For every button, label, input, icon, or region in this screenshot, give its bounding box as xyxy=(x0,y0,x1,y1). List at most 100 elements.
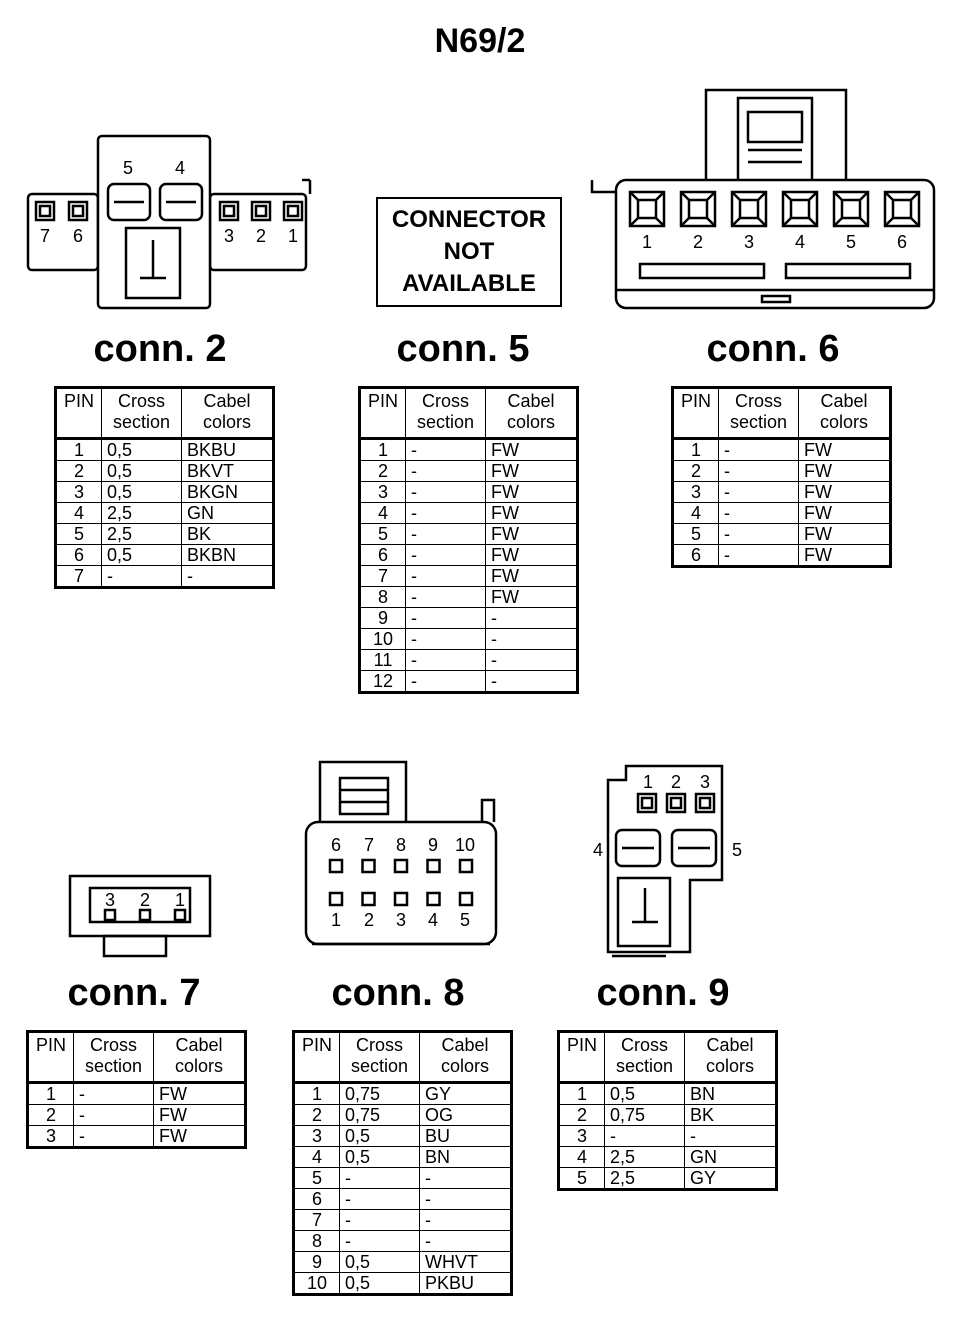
cross-section-cell: - xyxy=(405,628,486,650)
pin-number-cell: 4 xyxy=(558,1146,605,1168)
table-row: 6-- xyxy=(293,1188,512,1210)
cable-color-cell: FW xyxy=(153,1125,246,1148)
pin-number-cell: 5 xyxy=(558,1167,605,1190)
cable-color-cell: BKBU xyxy=(181,438,274,461)
cable-color-cell: FW xyxy=(798,502,891,524)
pin-number-cell: 2 xyxy=(558,1104,605,1126)
cross-section-cell: 2,5 xyxy=(101,502,182,524)
column-header-cross-section-line: section xyxy=(615,1056,674,1076)
cross-section-cell: - xyxy=(604,1125,685,1147)
column-header-cable-colors-line: Cabel xyxy=(820,391,868,411)
pin-number-cell: 5 xyxy=(55,523,102,545)
cable-color-cell: FW xyxy=(485,523,578,545)
pin-cavity xyxy=(393,891,409,907)
cable-color-cell: - xyxy=(485,607,578,629)
cross-section-cell: - xyxy=(405,565,486,587)
cable-color-cell: - xyxy=(485,649,578,671)
connector-8-pin-label: 4 xyxy=(428,910,438,930)
column-header-cable-colors-line: colors xyxy=(174,1056,223,1076)
cable-color-cell: BKGN xyxy=(181,481,274,503)
connector-6-pin-label: 3 xyxy=(744,232,754,252)
page-title: N69/2 xyxy=(434,22,526,60)
pin-number-cell: 5 xyxy=(293,1167,340,1189)
column-header-cross-section-line: Cross xyxy=(117,391,165,411)
connector-8-label: conn. 8 xyxy=(331,972,465,1014)
column-header-pin: PIN xyxy=(55,387,102,439)
column-header-pin: PIN xyxy=(672,387,719,439)
connector-2-pin-label: 1 xyxy=(288,226,298,246)
cross-section-cell: - xyxy=(405,544,486,566)
column-header-cable-colors-line: colors xyxy=(202,412,251,432)
table-row: 2-FW xyxy=(27,1104,246,1126)
table-row: 5-FW xyxy=(359,523,578,545)
connector-6-pin-label: 4 xyxy=(795,232,805,252)
connector-8-pin-label: 10 xyxy=(455,835,475,855)
cross-section-cell: - xyxy=(339,1209,420,1231)
pin-number-cell: 3 xyxy=(359,481,406,503)
cable-color-cell: - xyxy=(181,565,274,588)
connector-2-pin-label: 6 xyxy=(73,226,83,246)
table-row: 5-FW xyxy=(672,523,891,545)
cross-section-cell: - xyxy=(405,649,486,671)
connector-7-drawing xyxy=(68,874,212,958)
column-header-cable-colors-line: colors xyxy=(705,1056,754,1076)
cross-section-cell: - xyxy=(405,586,486,608)
cable-color-cell: GY xyxy=(419,1082,512,1105)
pin-number-cell: 2 xyxy=(55,460,102,482)
column-header-cable-colors-line: Cabel xyxy=(507,391,555,411)
cross-section-cell: - xyxy=(101,565,182,588)
cable-color-cell: FW xyxy=(485,586,578,608)
cross-section-cell: - xyxy=(73,1082,154,1105)
cross-section-cell: - xyxy=(718,544,799,567)
column-header-cross-section-line: section xyxy=(350,1056,409,1076)
pin-number-cell: 3 xyxy=(558,1125,605,1147)
table-row: 3-- xyxy=(558,1125,777,1147)
pin-number-cell: 6 xyxy=(672,544,719,567)
cable-color-cell: BK xyxy=(684,1104,777,1126)
table-row: 7-- xyxy=(55,565,274,588)
column-header-pin: PIN xyxy=(359,387,406,439)
connector-9-pin-label: 3 xyxy=(700,772,710,792)
pin-cavity xyxy=(426,858,441,874)
cross-section-cell: - xyxy=(718,460,799,482)
cross-section-cell: 2,5 xyxy=(604,1146,685,1168)
column-header-cable-colors-line: colors xyxy=(440,1056,489,1076)
cross-section-cell: 0,75 xyxy=(604,1104,685,1126)
pin-cavity-inner xyxy=(840,198,862,220)
pin-number-cell: 3 xyxy=(293,1125,340,1147)
pin-number-cell: 7 xyxy=(293,1209,340,1231)
pin-number-cell: 10 xyxy=(293,1272,340,1295)
cross-section-cell: - xyxy=(405,607,486,629)
cable-color-cell: OG xyxy=(419,1104,512,1126)
table-row: 3-FW xyxy=(672,481,891,503)
column-header-cross-section-line: section xyxy=(84,1056,143,1076)
pin-number-cell: 10 xyxy=(359,628,406,650)
cross-section-cell: - xyxy=(405,438,486,461)
connector-9-pin-label: 5 xyxy=(732,840,742,860)
pin-cavity xyxy=(393,858,409,874)
cross-section-cell: 0,75 xyxy=(339,1104,420,1126)
connector-2-pin-label: 5 xyxy=(123,158,133,178)
connector-8-drawing xyxy=(304,760,498,946)
connector-8-pin-label: 8 xyxy=(396,835,406,855)
connector-8-pin-label: 7 xyxy=(364,835,374,855)
connector-not-available-box: CONNECTOR NOT AVAILABLE xyxy=(376,197,562,307)
pin-cavity xyxy=(328,891,344,907)
pin-number-cell: 1 xyxy=(27,1082,74,1105)
pin-cavity-inner xyxy=(738,198,760,220)
pin-number-cell: 3 xyxy=(27,1125,74,1148)
connector-8-pin-label: 1 xyxy=(331,910,341,930)
pin-number-cell: 5 xyxy=(359,523,406,545)
table-row: 6-FW xyxy=(359,544,578,566)
